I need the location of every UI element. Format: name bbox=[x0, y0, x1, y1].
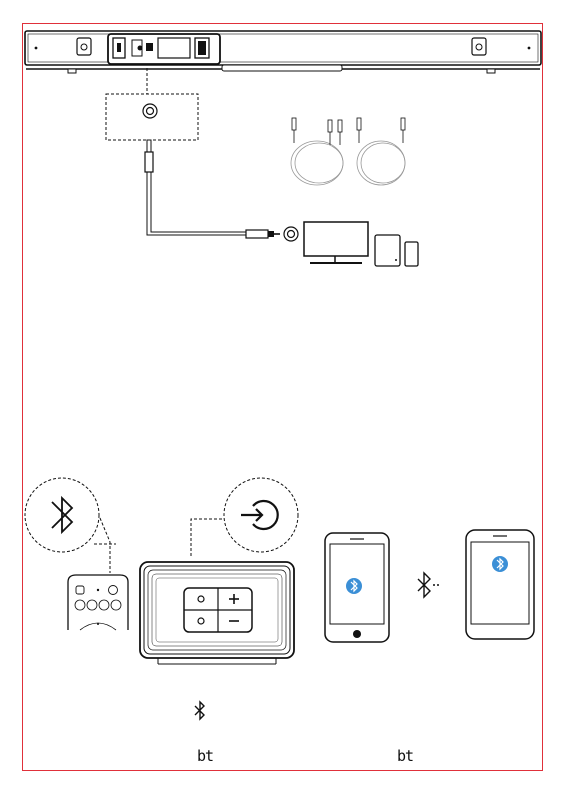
bluetooth-icon bbox=[412, 570, 444, 606]
display-readout-left: bt bbox=[197, 747, 213, 765]
tv-icon bbox=[302, 220, 372, 268]
tablet-icon bbox=[373, 233, 403, 269]
phone-icon bbox=[403, 240, 421, 268]
bluetooth-icon bbox=[24, 478, 124, 573]
rca-cable-icon bbox=[285, 115, 415, 190]
smartphone-illustration bbox=[463, 527, 539, 642]
smartphone-illustration bbox=[322, 530, 392, 645]
bluetooth-icon bbox=[192, 700, 208, 722]
source-input-icon bbox=[185, 476, 305, 556]
aux-jack-icon bbox=[100, 68, 210, 143]
control-panel-illustration bbox=[138, 560, 298, 666]
remote-control-illustration bbox=[66, 572, 132, 632]
display-readout-right: bt bbox=[397, 747, 413, 765]
